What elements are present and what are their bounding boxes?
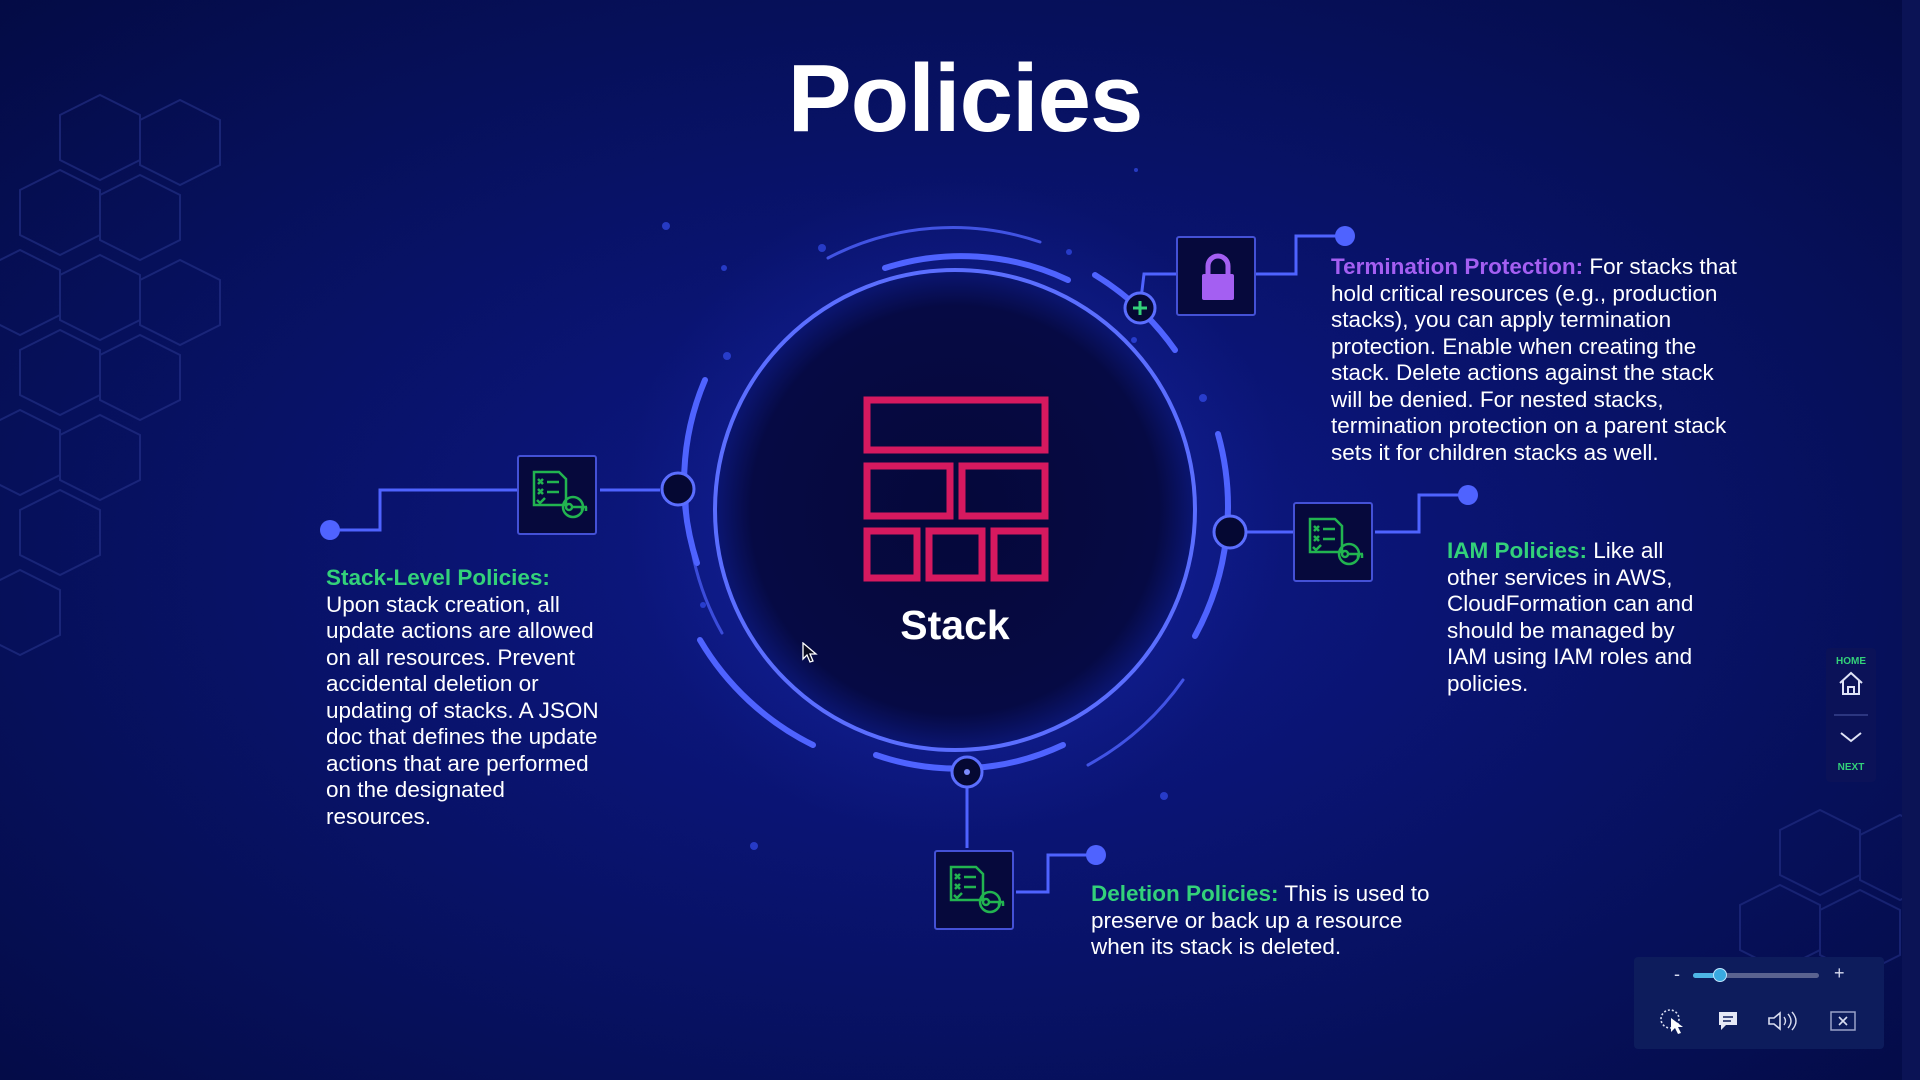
iam-line: CloudFormation can and: [1447, 591, 1694, 616]
iam-policy-document-icon: [1293, 502, 1373, 582]
stack-level-line: resources.: [326, 803, 432, 829]
lock-icon: [1176, 236, 1256, 316]
stack-level-line: actions that are performed: [326, 750, 589, 776]
deletion-line: when its stack is deleted.: [1091, 934, 1342, 959]
stack-level-line: accidental deletion or: [326, 671, 539, 696]
iam-policies-text: IAM Policies: Like all other services in…: [1447, 538, 1747, 697]
iam-line: IAM using IAM roles and: [1447, 644, 1693, 669]
captions-icon[interactable]: [1716, 1009, 1740, 1033]
scrollbar-track[interactable]: [1902, 0, 1920, 1080]
hexagon-pattern-right: [1739, 808, 1920, 977]
chevron-down-icon: [1840, 732, 1862, 743]
plus-icon: [1133, 301, 1147, 315]
termination-line: will be denied. For nested stacks,: [1331, 386, 1664, 412]
deletion-policies-text: Deletion Policies: This is used to prese…: [1091, 881, 1471, 961]
deletion-line: This is used to: [1278, 881, 1430, 906]
stack-level-line: Upon stack creation, all: [326, 591, 560, 617]
stack-label: Stack: [900, 602, 1010, 648]
stack-level-line: on the designated: [326, 777, 505, 802]
volume-slider-fill: [1693, 973, 1720, 978]
hexagon-pattern-left: [0, 93, 221, 657]
termination-line: sets it for children stacks as well.: [1331, 439, 1659, 465]
volume-icon[interactable]: [1766, 1009, 1800, 1033]
next-label: NEXT: [1837, 762, 1865, 773]
volume-slider-handle[interactable]: [1713, 968, 1727, 982]
termination-line: stacks), you can apply termination: [1331, 307, 1672, 332]
stack-level-line: doc that defines the update: [326, 724, 598, 749]
navigation-panel: HOME NEXT: [1826, 648, 1876, 782]
stack-level-heading: Stack-Level Policies:: [326, 565, 550, 590]
volume-slider-track[interactable]: [1693, 973, 1819, 978]
stack-level-line: on all resources. Prevent: [326, 644, 575, 670]
home-button[interactable]: [1826, 668, 1876, 698]
pointer-select-icon[interactable]: [1658, 1007, 1688, 1035]
exit-fullscreen-icon[interactable]: [1830, 1011, 1856, 1031]
next-button[interactable]: [1826, 726, 1876, 748]
termination-heading: Termination Protection:: [1331, 254, 1584, 279]
page-title: Policies: [787, 45, 1144, 152]
termination-line: stack. Delete actions against the stack: [1331, 360, 1714, 385]
termination-protection-text: Termination Protection: For stacks that …: [1331, 254, 1791, 466]
termination-line: protection. Enable when creating the: [1331, 333, 1697, 359]
policy-document-icon: [517, 455, 597, 535]
stack-level-policies-text: Stack-Level Policies: Upon stack creatio…: [326, 565, 646, 830]
deletion-heading: Deletion Policies:: [1091, 881, 1279, 906]
termination-line: For stacks that: [1583, 254, 1737, 279]
iam-line: policies.: [1447, 670, 1529, 696]
deletion-policy-document-icon: [934, 850, 1014, 930]
home-icon: [1839, 671, 1863, 695]
home-label: HOME: [1836, 656, 1866, 667]
iam-heading: IAM Policies:: [1447, 538, 1588, 563]
termination-line: termination protection on a parent stack: [1331, 413, 1727, 438]
iam-line: should be managed by: [1447, 617, 1675, 643]
stack-level-line: update actions are allowed: [326, 618, 594, 643]
nav-divider: [1834, 714, 1868, 716]
stack-level-line: updating of stacks. A JSON: [326, 697, 599, 723]
player-controls: - +: [1634, 957, 1884, 1049]
deletion-line: preserve or back up a resource: [1091, 907, 1403, 933]
termination-line: hold critical resources (e.g., productio…: [1331, 280, 1718, 306]
mouse-cursor-icon: [802, 642, 818, 663]
stack-icon: [863, 396, 1049, 582]
iam-line: Like all: [1587, 538, 1664, 563]
zoom-out-button[interactable]: -: [1674, 964, 1680, 984]
zoom-in-button[interactable]: +: [1834, 963, 1845, 983]
iam-line: other services in AWS,: [1447, 564, 1673, 590]
